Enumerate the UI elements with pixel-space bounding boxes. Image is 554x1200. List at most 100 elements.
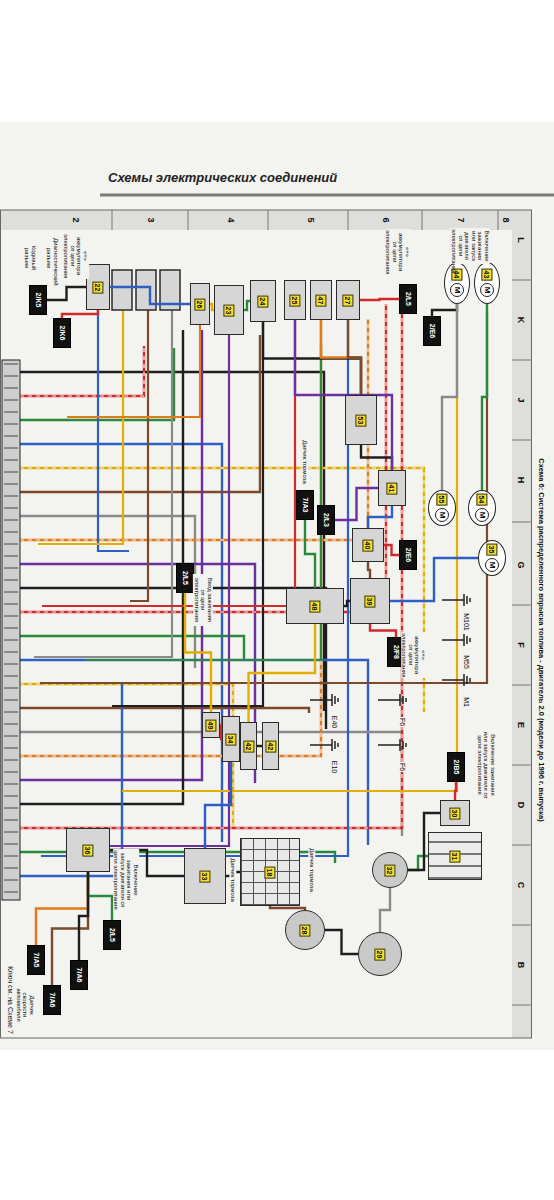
- round-component: 29: [358, 932, 402, 976]
- callout-number: 42: [243, 740, 254, 752]
- component-box: 34: [222, 716, 240, 762]
- ground-symbol: [442, 674, 470, 686]
- wire-stripe: [20, 311, 402, 828]
- reference-code: 2/L5: [108, 928, 116, 942]
- ground-symbol: [310, 739, 338, 751]
- callout-number: 33: [199, 870, 210, 882]
- ecu-pin: [4, 700, 18, 701]
- wire-connector: [270, 906, 305, 910]
- callout-number: 36: [82, 844, 93, 856]
- wire: [42, 310, 295, 606]
- ecu-pin: [4, 712, 18, 713]
- cross-reference-arrow: 2/K6: [53, 318, 71, 348]
- wiring-note: E40: [330, 715, 338, 729]
- reference-code: 7/A3: [301, 498, 309, 513]
- ecu-pin: [4, 796, 18, 797]
- wire-stripe: [20, 468, 424, 712]
- motor-component: 55M: [428, 490, 456, 526]
- grid-band: [512, 210, 532, 1038]
- grid-tick: [422, 210, 423, 230]
- motor-letter: M: [435, 508, 449, 522]
- callout-number: 25: [289, 294, 300, 306]
- ground-symbol: [378, 739, 406, 751]
- wiring-note: Включение зажигания или запуск двигателя…: [476, 729, 496, 801]
- wire-stripe: [20, 319, 368, 540]
- wire: [20, 346, 144, 396]
- wiring-note: «+» аккумулятора от цепи электропитания: [63, 233, 89, 279]
- grid-tick: [512, 925, 532, 926]
- grid-reference: 8: [500, 217, 510, 222]
- connector-table: 18: [240, 838, 300, 906]
- wire-connector: [110, 287, 190, 304]
- ecu-pin: [4, 460, 18, 461]
- wire-bundle: [20, 304, 487, 876]
- cross-reference-arrow: 2/L3: [317, 505, 335, 535]
- component-box: 24: [250, 280, 276, 322]
- ecu-pin: [4, 760, 18, 761]
- callout-number: 27: [342, 294, 353, 306]
- wire-connector: [432, 304, 457, 316]
- wiring-note: Датчик тормоза: [309, 847, 316, 893]
- reference-code: 2/B5: [452, 760, 460, 775]
- wire: [20, 683, 122, 876]
- cross-reference-arrow: 7/A6: [43, 985, 61, 1015]
- grid-tick: [268, 210, 269, 230]
- callout-number: 41: [386, 482, 397, 494]
- wire: [20, 564, 255, 783]
- ecu-pin: [4, 628, 18, 629]
- reference-code: 2/E6: [404, 548, 412, 562]
- callout-number: 35: [486, 544, 497, 556]
- callout-number: 28: [299, 924, 310, 936]
- wire-connector: [79, 872, 88, 960]
- ecu-pin: [4, 880, 18, 881]
- wiring-note: Датчик тормоза: [230, 857, 237, 903]
- ecu-pin: [4, 436, 18, 437]
- wiring-note: F6: [398, 717, 406, 727]
- component-box: 30: [440, 800, 470, 826]
- grid-reference: J: [515, 397, 525, 402]
- component-box: 26: [190, 283, 210, 325]
- cross-reference-arrow: 7/A5: [27, 945, 45, 975]
- reference-code: 2/L3: [322, 513, 330, 527]
- motor-letter: M: [475, 508, 489, 522]
- ecu-pin: [4, 604, 18, 605]
- callout-number: 31: [449, 850, 460, 862]
- grid-reference: 5: [305, 217, 315, 222]
- wire: [20, 708, 309, 713]
- grid-reference: E: [515, 722, 525, 728]
- wire-connector: [88, 872, 112, 920]
- ecu-pin: [4, 376, 18, 377]
- motor-letter: M: [450, 283, 464, 297]
- ecu-pin: [4, 580, 18, 581]
- wire-stripe: [20, 345, 321, 756]
- wiring-note: Ввод зажигания от цепи электропитания: [193, 574, 213, 626]
- spark-plug-set: 31: [428, 832, 482, 880]
- wire: [130, 310, 148, 601]
- wire-connector: [205, 762, 231, 848]
- grid-reference: C: [515, 882, 525, 889]
- ecu-pin: [4, 724, 18, 725]
- wiring-note: Диагностический разъем: [45, 237, 58, 279]
- callout-number: 40: [362, 539, 373, 551]
- reference-code: 2/K5: [34, 293, 42, 308]
- wiring-note: Ключ см. на Схеме 7: [6, 965, 14, 1035]
- grid-reference: B: [515, 962, 525, 969]
- reference-code: 2/F8: [392, 645, 400, 659]
- cross-reference-arrow: 2/B5: [447, 752, 465, 782]
- wire-connector: [368, 562, 370, 578]
- wire-connector: [47, 287, 86, 300]
- cross-reference-arrow: 2/L5: [103, 920, 121, 950]
- wire-stripe: [20, 346, 144, 396]
- ecu-pin: [4, 520, 18, 521]
- grid-reference: 7: [455, 217, 465, 222]
- reference-code: 2/E6: [428, 324, 436, 338]
- wire: [88, 310, 229, 846]
- wiring-note: M1: [462, 696, 470, 708]
- callout-number: 53: [355, 414, 366, 426]
- cross-reference-arrow: 2/E6: [423, 316, 441, 346]
- grid-tick: [512, 605, 532, 606]
- page-heading: Схемы электрических соединений: [108, 170, 337, 185]
- callout-number: 34: [225, 733, 236, 745]
- wire-connector: [368, 506, 392, 528]
- ecu-pin: [4, 748, 18, 749]
